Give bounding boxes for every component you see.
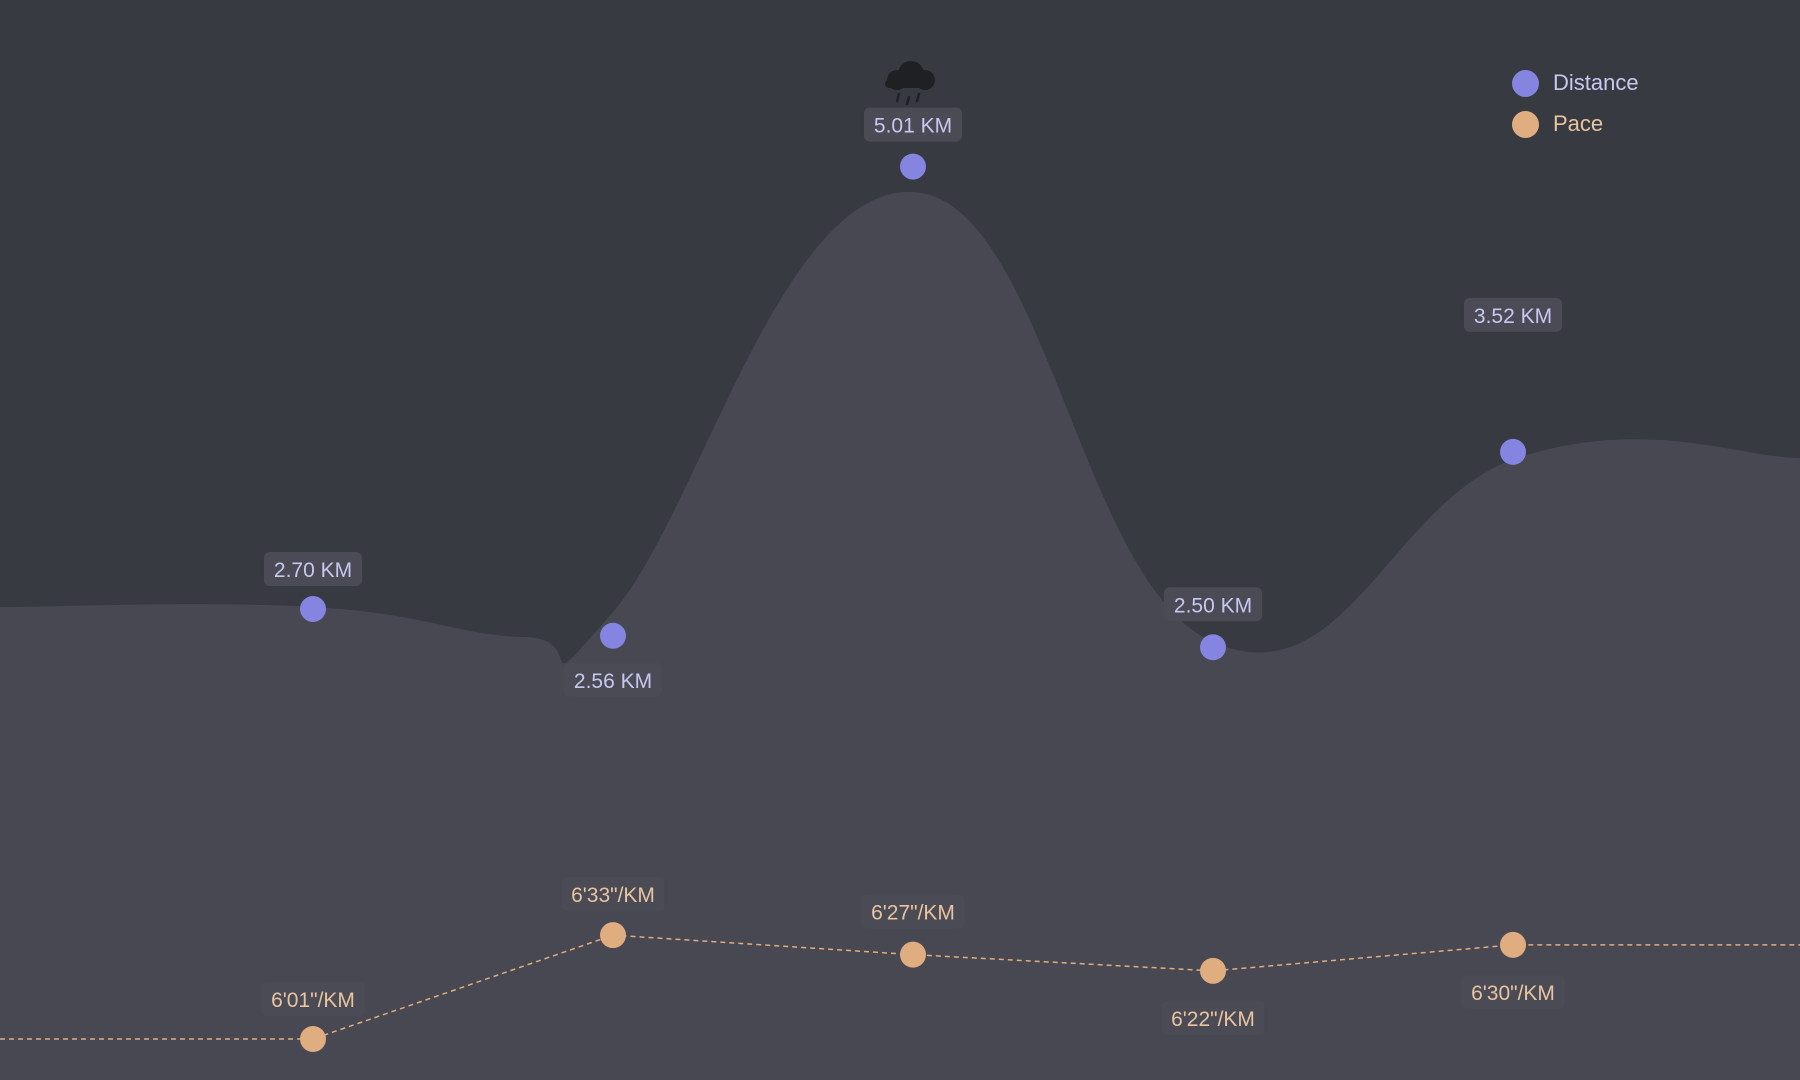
legend-item-distance[interactable]: Distance <box>1512 69 1639 97</box>
distance-label: 5.01 KM <box>863 107 963 142</box>
distance-area <box>0 191 1800 1080</box>
legend-label-pace: Pace <box>1553 111 1604 136</box>
pace-point[interactable] <box>1500 931 1526 958</box>
distance-point[interactable] <box>1500 438 1526 465</box>
pace-point[interactable] <box>900 941 926 968</box>
svg-text:5.01 KM: 5.01 KM <box>874 115 952 138</box>
pace-label: 6'27"/KM <box>861 894 965 929</box>
distance-label: 2.56 KM <box>563 662 663 697</box>
legend-swatch-pace <box>1512 110 1539 138</box>
svg-text:2.50 KM: 2.50 KM <box>1174 594 1252 617</box>
svg-text:2.56 KM: 2.56 KM <box>574 670 652 693</box>
svg-text:6'01"/KM: 6'01"/KM <box>271 989 355 1012</box>
legend-swatch-distance <box>1512 69 1539 97</box>
legend: Distance Pace <box>1512 69 1639 152</box>
legend-label-distance: Distance <box>1553 70 1639 95</box>
svg-text:6'30"/KM: 6'30"/KM <box>1471 982 1555 1005</box>
rain-cloud-icon <box>885 61 935 106</box>
svg-text:6'27"/KM: 6'27"/KM <box>871 902 955 925</box>
distance-label: 2.50 KM <box>1163 587 1263 622</box>
distance-point[interactable] <box>900 153 926 180</box>
pace-point[interactable] <box>1200 957 1226 984</box>
pace-label: 6'22"/KM <box>1161 1000 1265 1035</box>
distance-label: 3.52 KM <box>1463 297 1563 332</box>
pace-label: 6'30"/KM <box>1461 974 1565 1009</box>
pace-label: 6'33"/KM <box>561 877 665 912</box>
svg-text:2.70 KM: 2.70 KM <box>274 559 352 582</box>
distance-point[interactable] <box>1200 634 1226 661</box>
svg-text:6'22"/KM: 6'22"/KM <box>1171 1008 1255 1031</box>
pace-point[interactable] <box>600 922 626 949</box>
distance-label: 2.70 KM <box>263 551 363 586</box>
svg-text:6'33"/KM: 6'33"/KM <box>571 884 655 907</box>
pace-label: 6'01"/KM <box>261 982 365 1016</box>
distance-point[interactable] <box>600 622 626 649</box>
svg-text:3.52 KM: 3.52 KM <box>1474 305 1552 328</box>
distance-point[interactable] <box>300 595 326 622</box>
pace-point[interactable] <box>300 1026 326 1052</box>
legend-item-pace[interactable]: Pace <box>1512 110 1639 138</box>
